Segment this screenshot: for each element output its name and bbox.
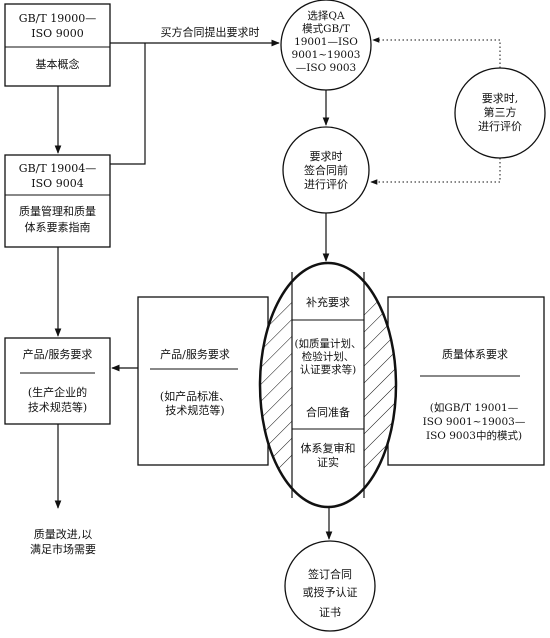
select-qa-line3: 19001—ISO: [294, 36, 358, 48]
gb19000-title: 基本概念: [35, 58, 80, 71]
sign-line2: 或授予认证: [302, 586, 358, 599]
supplement-line2: 检验计划、: [301, 351, 355, 363]
pre-contract-line2: 签合同前: [304, 164, 348, 177]
third-party-line2: 第三方: [483, 106, 517, 119]
ellipse-center: [258, 261, 398, 509]
ellipse-center-fill: [260, 263, 396, 507]
sign-line3: 证书: [319, 606, 341, 619]
product-left-title: 产品/服务要求: [22, 348, 93, 361]
dotted-third-party-to-select: [372, 37, 501, 68]
product-left-note-line2: 技术规范等): [27, 401, 88, 414]
review-line2: 证实: [317, 456, 339, 469]
line-19004-to-top: [110, 43, 146, 165]
supplement-line3: 认证要求等): [299, 364, 357, 376]
supplement-line1: (如质量计划、: [294, 338, 362, 350]
sign-line1: 签订合同: [308, 568, 352, 581]
review-line1: 体系复审和: [300, 442, 356, 455]
arrow-label-buyer: 买方合同提出要求时: [160, 26, 260, 39]
product-left-note-line1: (生产企业的: [27, 386, 88, 399]
select-qa-line1: 选择QA: [307, 10, 345, 22]
pre-contract-line3: 进行评价: [304, 178, 348, 191]
pre-contract-line1: 要求时: [309, 150, 343, 163]
gb19004-title-line1: 质量管理和质量: [19, 205, 96, 218]
gb19004-title-line2: 体系要素指南: [24, 221, 91, 234]
quality-system-title: 质量体系要求: [442, 348, 508, 361]
contract-title: 合同准备: [306, 406, 350, 419]
select-qa-line5: —ISO 9003: [295, 62, 357, 74]
third-party-line1: 要求时,: [481, 92, 519, 105]
improvement-line1: 质量改进,以: [33, 528, 93, 541]
quality-system-note-line3: ISO 9003中的模式): [425, 430, 523, 442]
product-center-title: 产品/服务要求: [160, 348, 230, 361]
select-qa-line4: 9001~19003: [291, 49, 361, 61]
gb19004-code-line1: GB/T 19004—: [18, 162, 97, 175]
gb19004-code-line2: ISO 9004: [31, 177, 84, 190]
quality-system-note-line1: (如GB/T 19001—: [429, 402, 519, 414]
third-party-line3: 进行评价: [478, 120, 522, 133]
quality-system-note-line2: ISO 9001~19003—: [422, 416, 526, 428]
improvement-line2: 满足市场需要: [30, 543, 96, 556]
circle-sign: [284, 540, 376, 632]
dotted-third-party-to-pre-contract: [370, 158, 501, 185]
select-qa-line2: 模式GB/T: [302, 23, 350, 35]
gb19000-code-line1: GB/T 19000—: [18, 12, 97, 25]
box-product-center: [137, 296, 269, 466]
product-center-note-line2: 技术规范等): [165, 404, 225, 417]
product-center-note-line1: (如产品标准、: [159, 390, 231, 403]
supplement-title: 补充要求: [306, 296, 350, 309]
gb19000-code-line2: ISO 9000: [31, 27, 84, 40]
